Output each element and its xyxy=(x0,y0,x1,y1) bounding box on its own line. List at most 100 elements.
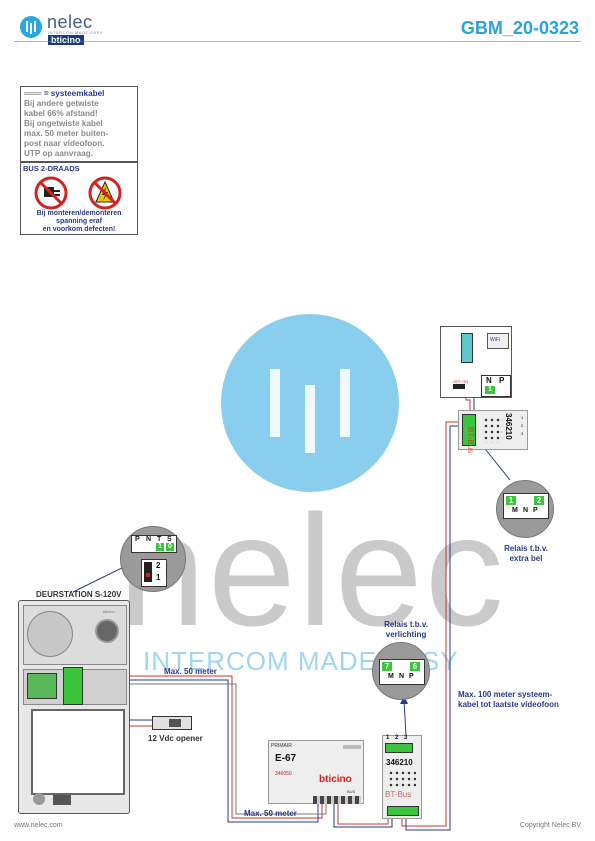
opener-label: 12 Vdc opener xyxy=(148,734,203,743)
ps-code: 346050 xyxy=(275,771,292,777)
terminal-letter: N xyxy=(399,673,405,680)
switch-indicator xyxy=(146,573,150,577)
camera-icon xyxy=(95,619,119,643)
terminal-mark: 2 xyxy=(534,496,544,505)
note-line: UTP op aanvraag. xyxy=(24,149,94,158)
relay-terminal: 1 xyxy=(521,415,524,420)
terminal-letter: N xyxy=(523,507,529,514)
max-100-label-line: kabel tot laatste videofoon xyxy=(458,700,559,709)
terminal-label: N xyxy=(486,376,492,385)
switch-position: 2 xyxy=(156,561,161,570)
note-line: post naar videofoon. xyxy=(24,139,105,148)
warning-line: Bij monteren/demonteren xyxy=(36,210,122,217)
relay-lighting-zoom: 7 6 M N P xyxy=(372,642,430,700)
screw-icon xyxy=(33,793,45,805)
watermark-bars-icon xyxy=(270,369,350,453)
connector-icon xyxy=(53,795,71,805)
ps-model: E-67 xyxy=(275,753,297,764)
terminal-label: T xyxy=(157,536,162,543)
terminal-mark: 1 xyxy=(485,386,495,394)
wire-relay-blue xyxy=(333,803,393,828)
wire-ps-grey xyxy=(80,683,327,815)
brand-partner: bticino xyxy=(48,35,84,45)
relay-lighting-label-line: verlichting xyxy=(385,630,427,639)
terminal-label: P xyxy=(135,536,140,543)
system-cable-note: ═══ = systeemkabel Bij andere getwiste k… xyxy=(20,86,138,162)
zoom-terminal-strip: 7 6 M N P xyxy=(379,659,425,685)
ps-indicator xyxy=(343,745,361,749)
ps-primary-label: PRIMAIR xyxy=(271,743,292,749)
relay-lighting: 1 2 3 346210 BT-Bus xyxy=(382,735,422,819)
ps-terminals xyxy=(313,796,361,804)
terminal-label: S xyxy=(167,536,172,543)
relay-bus-label: BT-Bus xyxy=(466,427,475,454)
terminal-letter: P xyxy=(409,673,414,680)
door-station-brand: bticino xyxy=(103,609,115,614)
terminal-mark: 6 xyxy=(410,662,420,671)
relay-bell-label-line: extra bel xyxy=(509,554,543,563)
wire-long-blue xyxy=(405,425,460,831)
terminal-label: P xyxy=(499,376,505,385)
relay-bus-terminal xyxy=(387,806,419,816)
videophone-back: WiFi OFF ON N P 1 xyxy=(440,326,512,398)
max-50-label-top: Max. 50 meter xyxy=(164,667,217,676)
relay-terminal: 3 xyxy=(404,735,408,741)
terminal-mark: 0 xyxy=(166,543,174,551)
relay-bell-label-line: Relais t.b.v. xyxy=(504,544,548,553)
footer-website[interactable]: www.nelec.com xyxy=(14,822,63,829)
zoom-terminal-strip: 1 2 M N P xyxy=(503,493,549,519)
max-50-label-bottom: Max. 50 meter xyxy=(244,809,297,818)
wire-ps-red xyxy=(80,675,323,819)
ps-brand: bticino xyxy=(319,774,352,785)
relay-bus-label: BT-Bus xyxy=(385,790,412,799)
relay-terminal: 1 xyxy=(386,735,390,741)
leader-line xyxy=(72,564,129,593)
terminal-block xyxy=(63,667,83,705)
relay-bell-zoom: 1 2 M N P xyxy=(496,480,554,538)
switch-slider xyxy=(144,562,152,582)
relay-terminal-block xyxy=(462,414,476,446)
switch-position: 1 xyxy=(156,573,161,582)
system-cable-symbol: ═══ xyxy=(24,89,42,98)
leader-line xyxy=(403,699,407,736)
zoom-switch: 2 1 xyxy=(141,559,167,587)
videophone-np-block: N P 1 xyxy=(481,375,511,397)
relay-terminal: 3 xyxy=(521,431,524,436)
brand-name: nelec xyxy=(47,12,93,32)
note-line: Bij andere getwiste xyxy=(24,99,99,108)
note-title: ═══ = systeemkabel xyxy=(24,89,105,98)
warning-line: en voorkom defecten! xyxy=(42,226,116,233)
switch-label: OFF ON xyxy=(453,379,469,384)
terminal-mark: 7 xyxy=(382,662,392,671)
no-unplug-icon xyxy=(34,176,68,210)
relay-terminal: 2 xyxy=(395,735,399,741)
relay-code: 346210 xyxy=(386,758,413,767)
zoom-terminal-strip: P N T S 1 0 xyxy=(131,535,177,553)
videophone-terminal-block xyxy=(461,333,473,363)
document-id: GBM_20-0323 xyxy=(460,18,579,38)
door-station-label: DEURSTATION S-120V xyxy=(36,590,122,599)
terminal-letter: M xyxy=(388,673,394,680)
door-station-zoom: P N T S 1 0 2 1 xyxy=(120,526,186,592)
terminal-mark: 1 xyxy=(156,543,164,551)
dip-switch-block xyxy=(27,673,57,699)
brand-tagline: INTERCOM MADE EASY xyxy=(48,30,103,35)
terminal-letter: M xyxy=(512,507,518,514)
wire-ps-blue xyxy=(80,679,319,823)
logo-bars-icon xyxy=(26,21,36,34)
opener-latch xyxy=(169,719,181,727)
relay-terminal: 2 xyxy=(521,423,524,428)
warning-line: spanning eraf xyxy=(56,218,102,225)
bus-title: BUS 2-DRAADS xyxy=(23,164,80,173)
wire-long-red xyxy=(401,421,460,827)
footer-copyright: Copyright Nelec BV xyxy=(519,822,581,829)
relay-lighting-label-line: Relais t.b.v. xyxy=(384,620,428,629)
terminal-letter: P xyxy=(533,507,538,514)
note-line: kabel 66% afstand! xyxy=(24,109,98,118)
leader-arrow xyxy=(400,696,408,704)
speaker-icon xyxy=(27,611,73,657)
terminal-label: N xyxy=(146,536,152,543)
relay-dots xyxy=(388,770,416,788)
relay-code: 346210 xyxy=(504,413,513,440)
door-opener-icon xyxy=(152,716,192,730)
